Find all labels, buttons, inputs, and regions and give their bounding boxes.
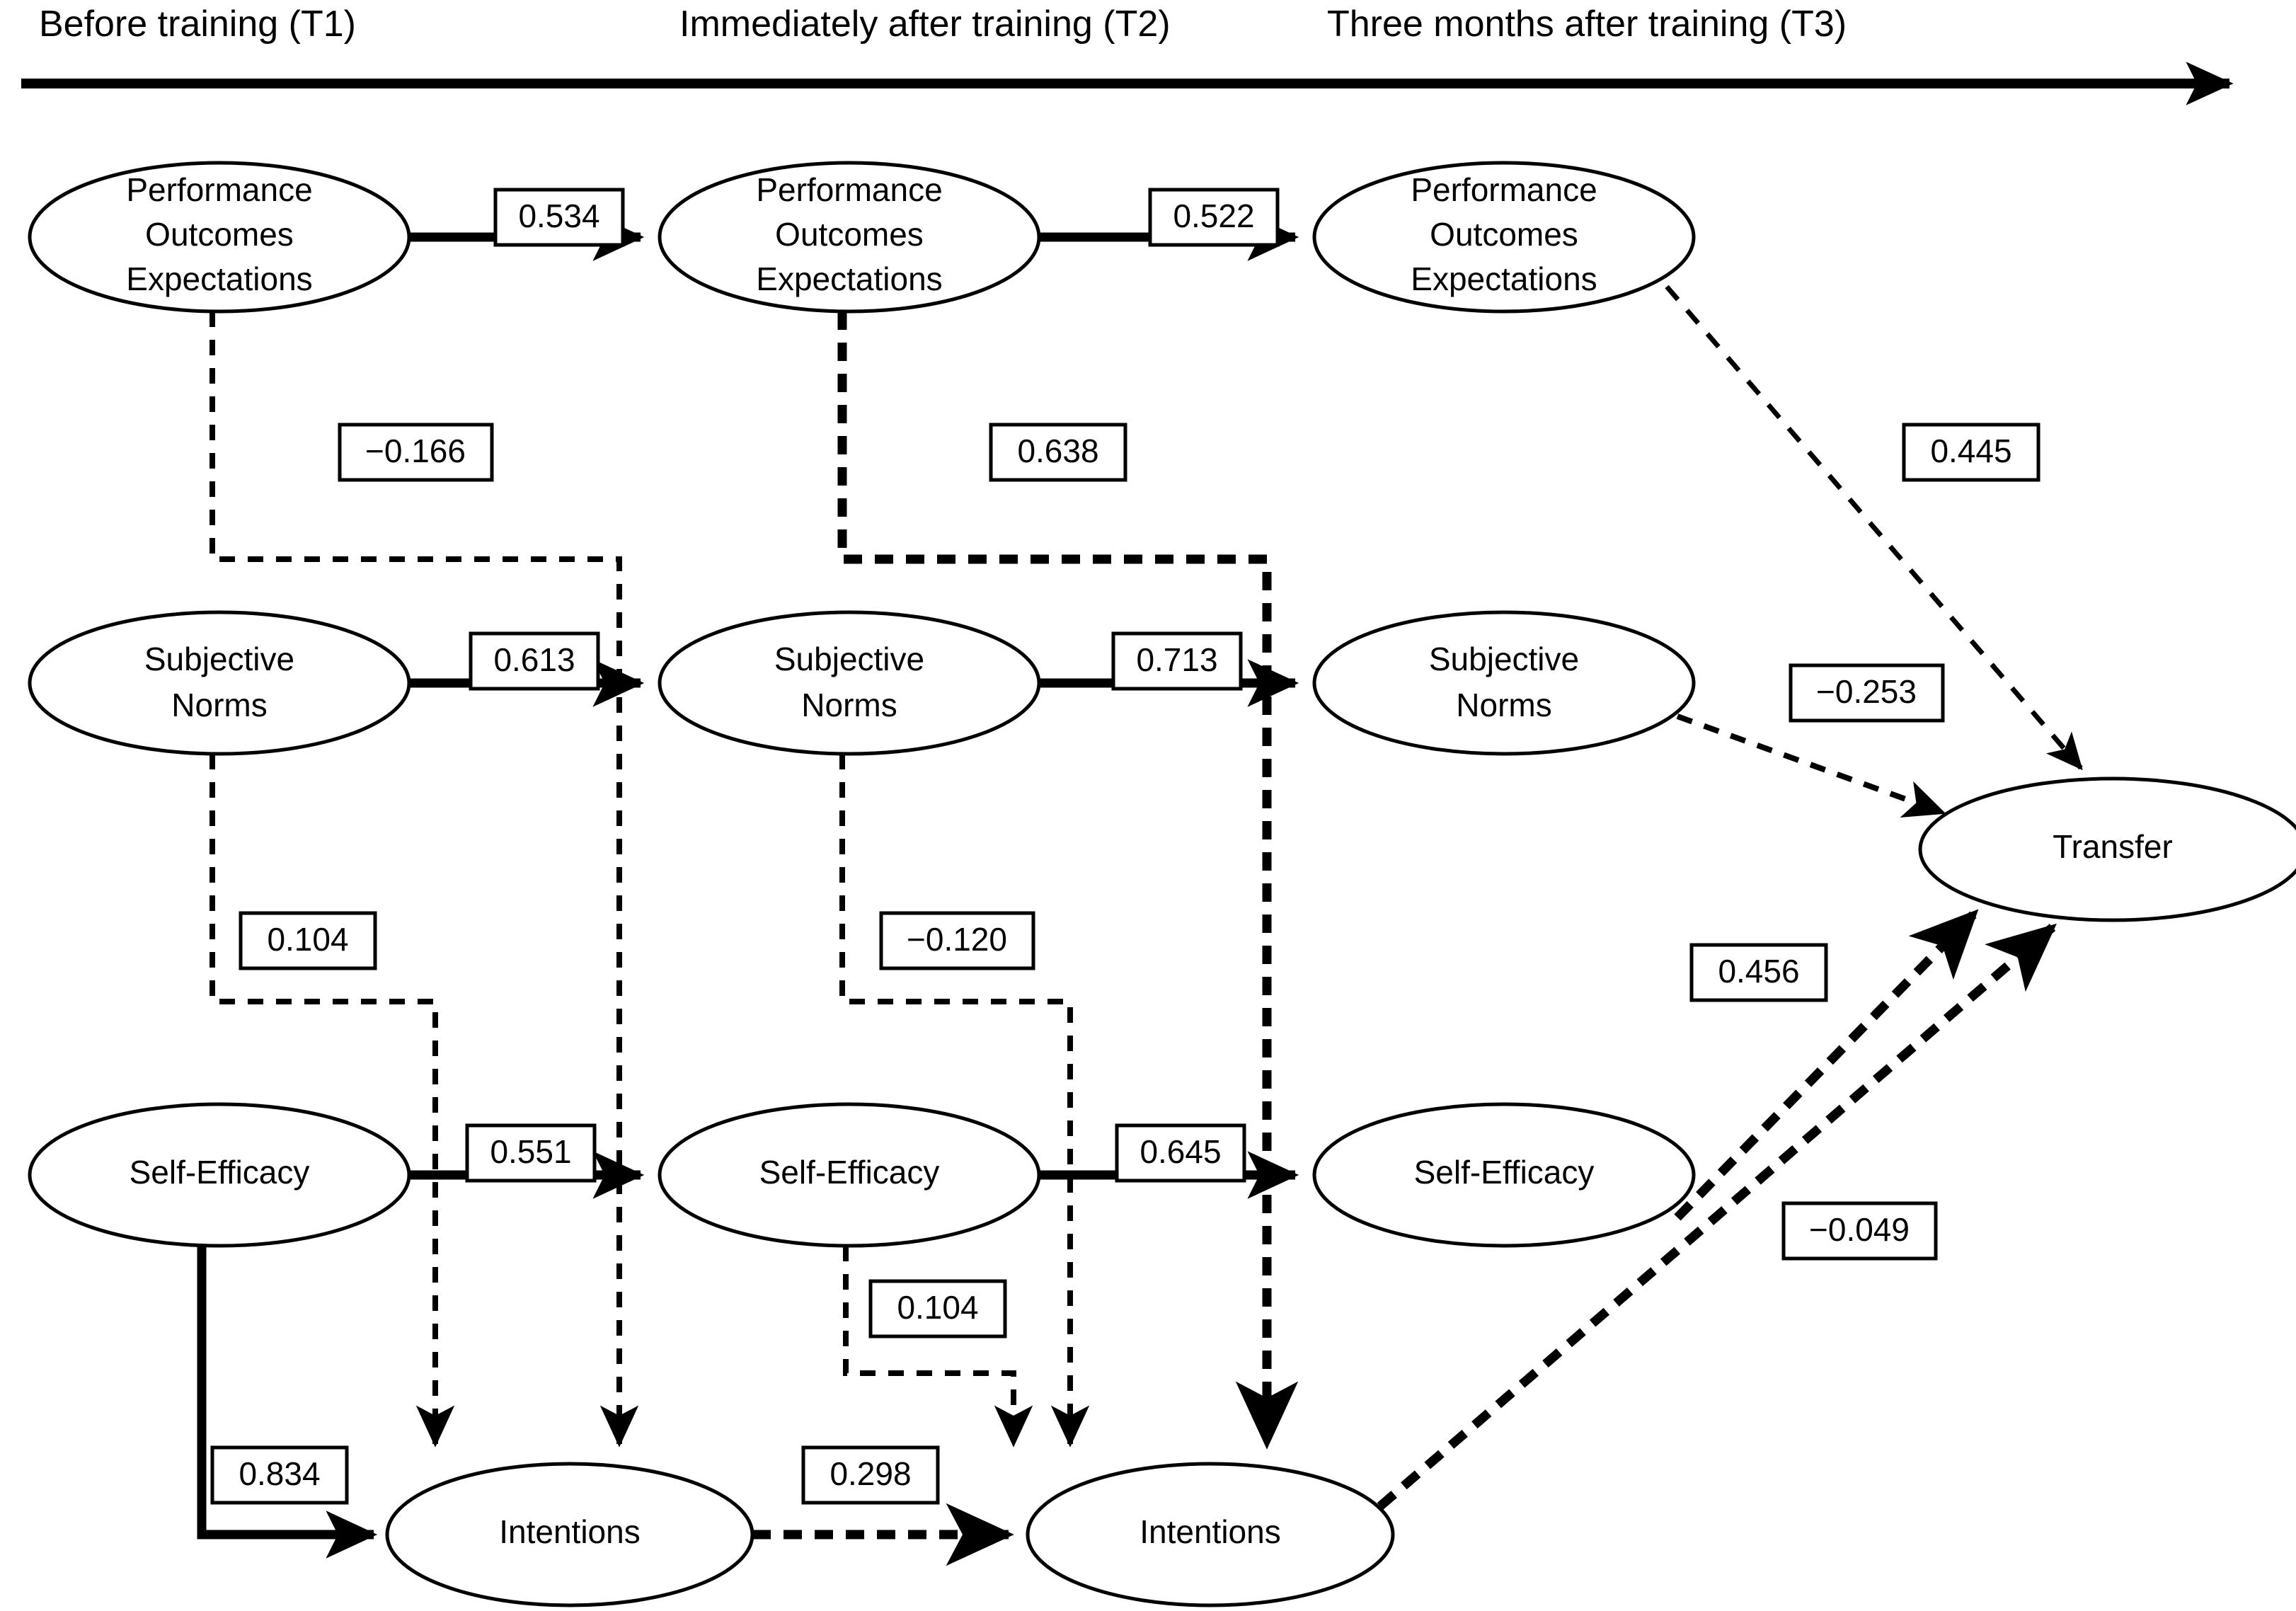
node-poe-t1-line1: Performance bbox=[126, 171, 312, 208]
coef-box-m0120: −0.120 bbox=[879, 911, 1035, 970]
coef-box-0522: 0.522 bbox=[1148, 188, 1280, 247]
node-int-t2-shape bbox=[1026, 1462, 1395, 1607]
node-poe-t1-line3: Expectations bbox=[126, 260, 312, 297]
timeline-label-t2: Immediately after training (T2) bbox=[679, 4, 1171, 45]
coef-box-0104a: 0.104 bbox=[239, 911, 377, 970]
node-int-t1: Intentions bbox=[385, 1462, 754, 1607]
edge-sn-t1-to-int-t1 bbox=[209, 754, 455, 1447]
node-poe-t2-line1: Performance bbox=[756, 171, 942, 208]
coef-box-0456: 0.456 bbox=[1689, 943, 1828, 1002]
edge-poe-t1-to-int-t1 bbox=[209, 311, 639, 1447]
timeline-label-t3: Three months after training (T3) bbox=[1327, 4, 1847, 45]
node-sn-t2-line1: Subjective bbox=[774, 641, 924, 677]
coef-label-0522: 0.522 bbox=[1173, 197, 1254, 234]
node-sn-t1-shape bbox=[28, 610, 411, 756]
node-sn-t3-shape bbox=[1312, 610, 1696, 756]
coef-box-0613: 0.613 bbox=[469, 631, 600, 691]
coef-box-0445: 0.445 bbox=[1902, 423, 2040, 482]
edge-int-t2-to-transfer bbox=[1377, 923, 2057, 1510]
node-se-t1-shape bbox=[28, 1102, 411, 1248]
edge-se-t3-to-transfer bbox=[1674, 909, 1979, 1221]
node-poe-t3-shape bbox=[1312, 161, 1696, 314]
edge-se-t1-to-int-t1 bbox=[197, 1246, 378, 1559]
node-se-t3-shape bbox=[1312, 1102, 1696, 1248]
coef-label-0104a: 0.104 bbox=[267, 921, 348, 958]
node-se-t2: Self-Efficacy bbox=[658, 1102, 1041, 1248]
coef-box-0534: 0.534 bbox=[493, 188, 625, 247]
node-sn-t1: Subjective Norms bbox=[28, 610, 411, 756]
coef-label-m0253: −0.253 bbox=[1816, 673, 1917, 710]
coef-label-0613: 0.613 bbox=[493, 641, 575, 678]
coef-label-m0166: −0.166 bbox=[365, 432, 466, 469]
coef-box-0713: 0.713 bbox=[1111, 631, 1243, 691]
edge-se-t2-to-int-t2 bbox=[843, 1246, 1033, 1447]
node-poe-t3-line1: Performance bbox=[1411, 171, 1597, 208]
node-poe-t1-line2: Outcomes bbox=[145, 216, 294, 253]
coef-label-0298: 0.298 bbox=[830, 1455, 911, 1492]
coef-label-0645: 0.645 bbox=[1140, 1133, 1221, 1170]
edge-poe-t3-to-transfer bbox=[1665, 285, 2083, 771]
node-poe-t2: Performance Outcomes Expectations bbox=[658, 161, 1041, 314]
node-sn-t2-shape bbox=[658, 610, 1041, 756]
node-sn-t1-line1: Subjective bbox=[144, 641, 294, 677]
node-int-t2: Intentions bbox=[1026, 1462, 1395, 1607]
node-poe-t2-line3: Expectations bbox=[756, 260, 942, 297]
edge-sn-t2-to-int-t2 bbox=[839, 754, 1090, 1447]
node-poe-t1-shape bbox=[28, 161, 411, 314]
coef-label-0834: 0.834 bbox=[239, 1455, 320, 1492]
coef-label-0445: 0.445 bbox=[1930, 432, 2011, 469]
coef-label-m0120: −0.120 bbox=[907, 921, 1007, 958]
coef-label-0713: 0.713 bbox=[1136, 641, 1217, 678]
coef-label-0551: 0.551 bbox=[490, 1133, 571, 1170]
node-se-t1-label: Self-Efficacy bbox=[130, 1154, 310, 1191]
node-poe-t2-shape bbox=[658, 161, 1041, 314]
node-sn-t3-line1: Subjective bbox=[1429, 641, 1579, 677]
coef-box-0104b: 0.104 bbox=[868, 1279, 1007, 1338]
node-poe-t1: Performance Outcomes Expectations bbox=[28, 161, 411, 314]
coef-label-0638: 0.638 bbox=[1017, 432, 1098, 469]
node-se-t2-shape bbox=[658, 1102, 1041, 1248]
node-sn-t3: Subjective Norms bbox=[1312, 610, 1696, 756]
node-poe-t2-line2: Outcomes bbox=[775, 216, 924, 253]
node-int-t1-shape bbox=[385, 1462, 754, 1607]
coef-label-0104b: 0.104 bbox=[897, 1289, 978, 1326]
node-int-t1-label: Intentions bbox=[499, 1513, 640, 1550]
coef-box-0298: 0.298 bbox=[801, 1445, 940, 1505]
coef-label-m0049: −0.049 bbox=[1809, 1211, 1910, 1248]
coef-box-m0049: −0.049 bbox=[1781, 1201, 1938, 1261]
node-sn-t1-line2: Norms bbox=[171, 687, 267, 723]
node-se-t3-label: Self-Efficacy bbox=[1414, 1154, 1595, 1191]
coef-label-0534: 0.534 bbox=[518, 197, 599, 234]
node-transfer-shape bbox=[1918, 776, 2296, 922]
node-se-t3: Self-Efficacy bbox=[1312, 1102, 1696, 1248]
coef-box-0551: 0.551 bbox=[465, 1123, 597, 1183]
node-se-t1: Self-Efficacy bbox=[28, 1102, 411, 1248]
node-transfer: Transfer bbox=[1918, 776, 2296, 922]
coef-box-m0253: −0.253 bbox=[1789, 663, 1945, 723]
coef-box-0834: 0.834 bbox=[210, 1445, 349, 1505]
node-transfer-label: Transfer bbox=[2053, 828, 2173, 865]
node-sn-t2-line2: Norms bbox=[801, 687, 897, 723]
coef-label-0456: 0.456 bbox=[1718, 953, 1799, 990]
node-poe-t3-line2: Outcomes bbox=[1430, 216, 1578, 253]
node-poe-t3: Performance Outcomes Expectations bbox=[1312, 161, 1696, 314]
node-poe-t3-line3: Expectations bbox=[1411, 260, 1597, 297]
node-int-t2-label: Intentions bbox=[1140, 1513, 1280, 1550]
edge-sn-t3-to-transfer bbox=[1676, 713, 1946, 818]
timeline-label-t1: Before training (T1) bbox=[39, 4, 356, 45]
coef-box-0645: 0.645 bbox=[1115, 1123, 1246, 1183]
coef-box-0638: 0.638 bbox=[989, 423, 1127, 482]
node-sn-t2: Subjective Norms bbox=[658, 610, 1041, 756]
node-se-t2-label: Self-Efficacy bbox=[759, 1154, 940, 1191]
coef-box-m0166: −0.166 bbox=[338, 423, 494, 482]
node-sn-t3-line2: Norms bbox=[1456, 687, 1551, 723]
